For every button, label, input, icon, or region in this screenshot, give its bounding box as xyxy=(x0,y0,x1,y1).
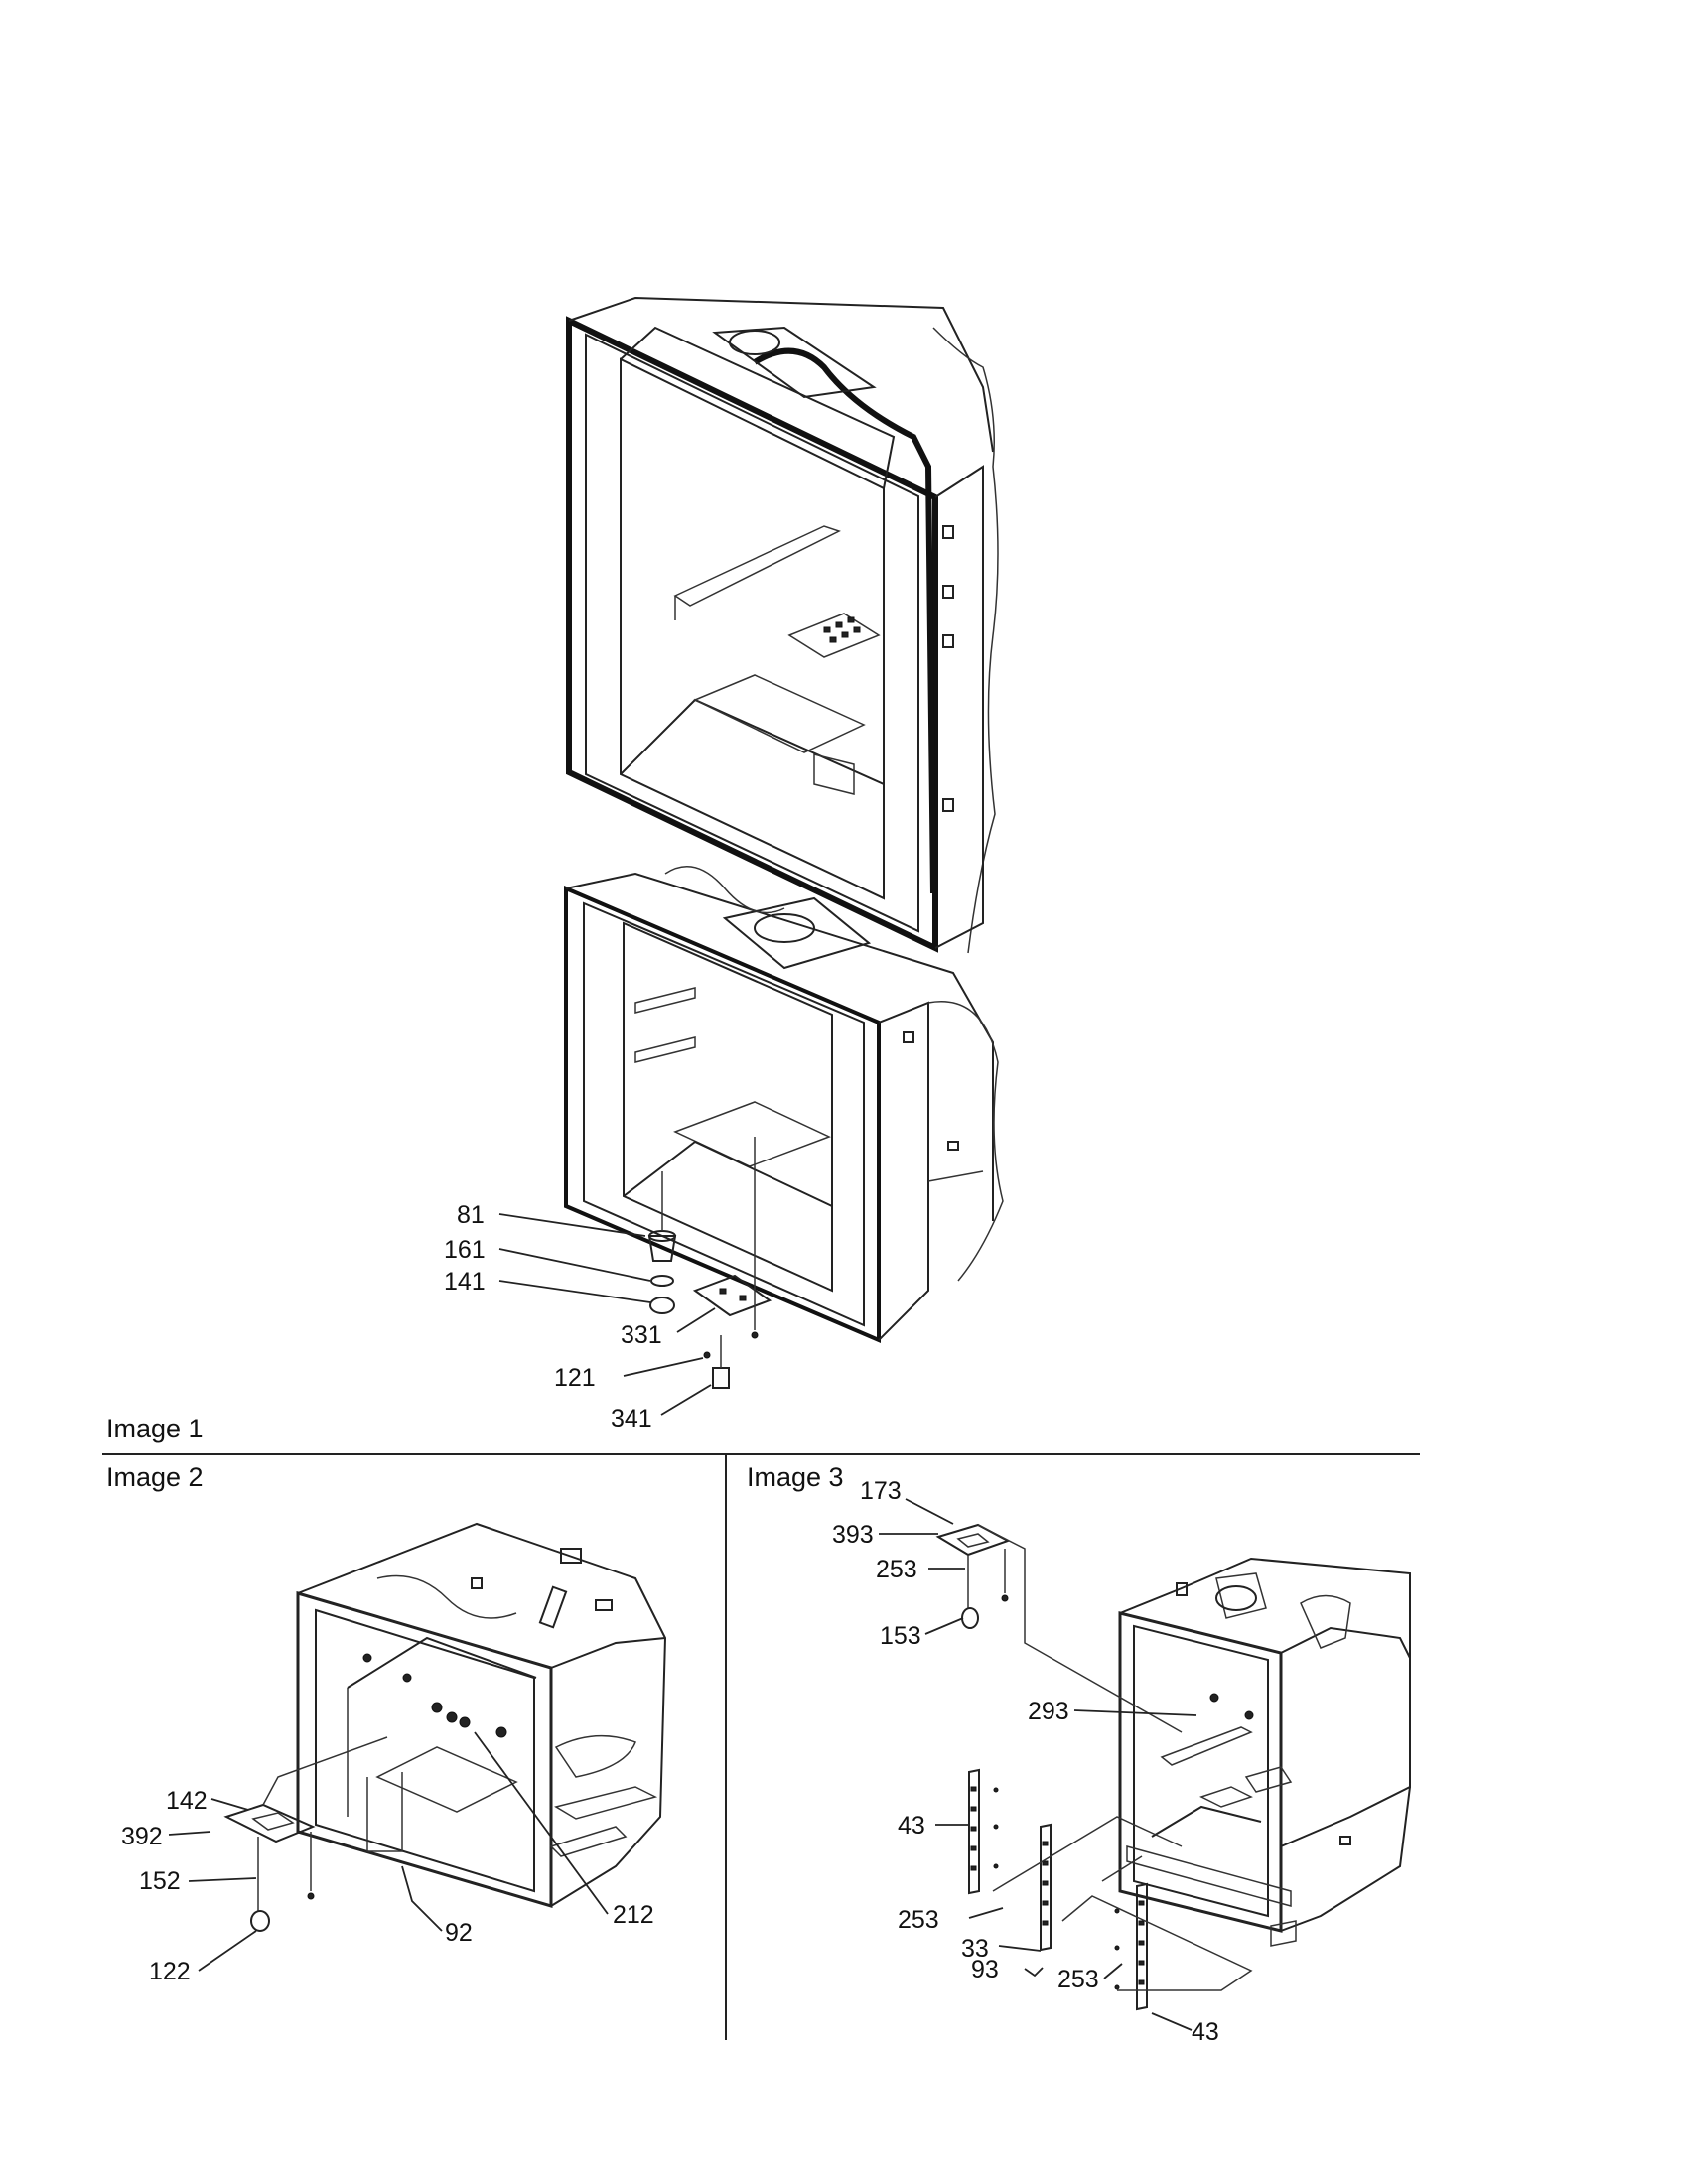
o-ring-161 xyxy=(650,1275,674,1287)
callout-253-top: 253 xyxy=(876,1556,917,1583)
bulb-122 xyxy=(250,1910,270,1932)
callout-33: 33 xyxy=(961,1935,989,1963)
image3-title: Image 3 xyxy=(747,1462,844,1492)
callout-293: 293 xyxy=(1028,1698,1069,1725)
callout-161: 161 xyxy=(444,1236,486,1264)
bulb-153 xyxy=(961,1607,979,1629)
image1-lower-liner xyxy=(564,866,1004,1344)
callout-43-left: 43 xyxy=(898,1812,925,1840)
image3-callouts: 173 393 253 153 293 43 253 33 93 253 43 xyxy=(832,1477,1219,2046)
image1-assembly xyxy=(566,296,999,954)
image1-small-parts xyxy=(647,1137,772,1389)
callout-121: 121 xyxy=(554,1364,596,1392)
image1-title: Image 1 xyxy=(106,1414,204,1443)
switch-341 xyxy=(712,1367,730,1389)
callout-331: 331 xyxy=(621,1321,662,1349)
shelf-rail-43-right xyxy=(1136,1882,1148,2011)
callout-43-right: 43 xyxy=(1192,2018,1219,2046)
callout-92: 92 xyxy=(445,1919,473,1947)
lamp-141 xyxy=(649,1297,675,1314)
callout-142: 142 xyxy=(166,1787,208,1815)
bracket-331 xyxy=(692,1274,772,1317)
callout-122: 122 xyxy=(149,1958,191,1985)
image1-callouts: 81 161 141 331 121 341 xyxy=(444,1201,662,1433)
callout-152: 152 xyxy=(139,1867,181,1895)
image2-leaders xyxy=(168,1731,609,1972)
callout-393: 393 xyxy=(832,1521,874,1549)
image2-callouts: 142 392 152 122 212 92 xyxy=(121,1787,654,1985)
callout-153: 153 xyxy=(880,1622,921,1650)
shelf-rail-43-left xyxy=(968,1768,980,1895)
callout-212: 212 xyxy=(613,1901,654,1929)
image3-leaders xyxy=(879,1498,1197,2031)
image3-assembly xyxy=(935,1523,1411,2011)
callout-253-right: 253 xyxy=(1057,1966,1099,1993)
shelf-rail-33 xyxy=(1040,1823,1052,1952)
image2-assembly xyxy=(223,1522,667,1932)
callout-93: 93 xyxy=(971,1956,999,1983)
callout-141: 141 xyxy=(444,1268,486,1296)
callout-173: 173 xyxy=(860,1477,902,1505)
light-cover-142 xyxy=(223,1803,316,1843)
image1-leaders xyxy=(498,1213,716,1416)
callout-341: 341 xyxy=(611,1405,652,1433)
callout-81: 81 xyxy=(457,1201,485,1229)
lamp-socket-81 xyxy=(647,1235,677,1262)
light-cover-173 xyxy=(935,1523,1011,1557)
image2-title: Image 2 xyxy=(106,1462,204,1492)
callout-253-left: 253 xyxy=(898,1906,939,1934)
callout-392: 392 xyxy=(121,1823,163,1850)
